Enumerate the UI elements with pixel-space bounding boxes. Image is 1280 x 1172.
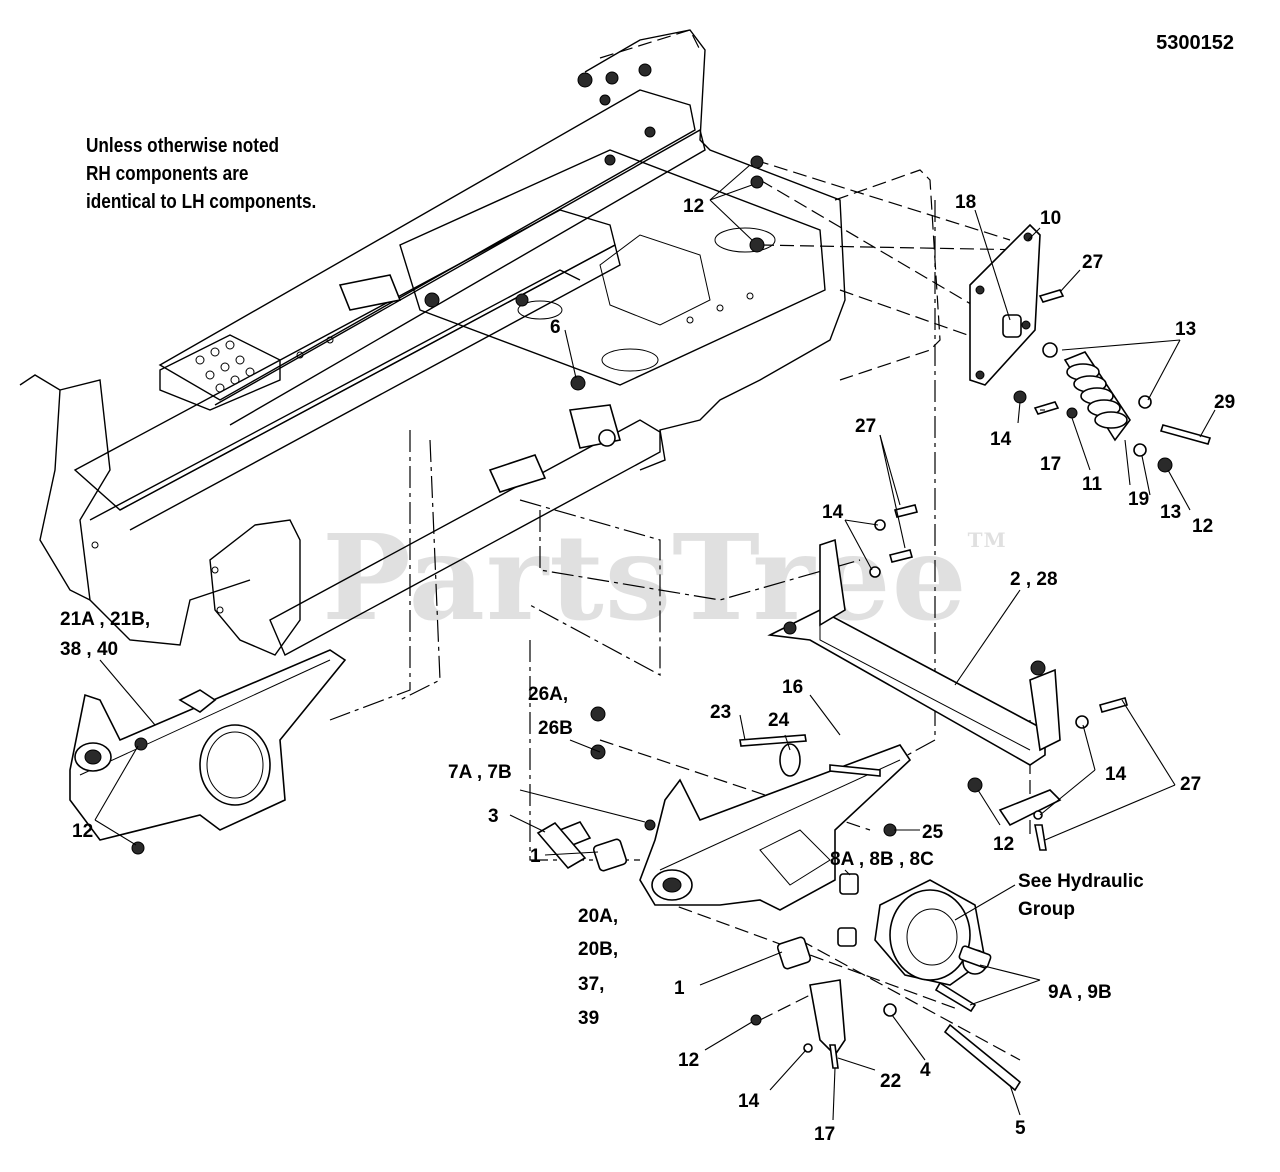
nut-6 bbox=[570, 375, 586, 391]
callout-14: 14 bbox=[822, 502, 844, 523]
callout-8: 8A , 8B , 8C bbox=[830, 849, 934, 870]
callout-39: 39 bbox=[578, 1008, 599, 1029]
callout-26a: 26A, bbox=[528, 684, 568, 705]
callout-1: 1 bbox=[530, 846, 541, 867]
callout-12: 12 bbox=[993, 834, 1014, 855]
hydraulic-pump bbox=[874, 879, 992, 986]
watermark-tm: TM bbox=[967, 528, 1007, 552]
callout-12: 12 bbox=[683, 196, 704, 217]
callout-17: 17 bbox=[1040, 454, 1061, 475]
note-line: RH components are bbox=[86, 163, 249, 185]
right-pump-mount-plate bbox=[558, 744, 912, 911]
callout-25: 25 bbox=[922, 822, 944, 843]
callout-labels: 12 18 10 27 13 29 6 14 17 11 19 13 12 27… bbox=[60, 192, 1235, 1145]
hydraulic-note-line2: Group bbox=[1018, 899, 1075, 920]
rail-holes bbox=[91, 292, 754, 614]
callout-6: 6 bbox=[550, 317, 561, 338]
callout-38-40: 38 , 40 bbox=[60, 639, 118, 660]
callout-19: 19 bbox=[1128, 489, 1149, 510]
pump-hardware bbox=[536, 706, 1022, 1092]
callout-27: 27 bbox=[855, 416, 876, 437]
callout-17: 17 bbox=[814, 1124, 835, 1145]
callout-18: 18 bbox=[955, 192, 976, 213]
callout-3: 3 bbox=[488, 806, 499, 827]
callout-24: 24 bbox=[768, 710, 790, 731]
callout-13: 13 bbox=[1160, 502, 1181, 523]
chassis-frame bbox=[19, 29, 941, 656]
callout-22: 22 bbox=[880, 1071, 901, 1092]
shock-spring-coils bbox=[1066, 363, 1128, 429]
note-line: Unless otherwise noted bbox=[86, 135, 280, 157]
callout-27: 27 bbox=[1082, 252, 1103, 273]
hydraulic-note-line1: See Hydraulic bbox=[1018, 871, 1144, 892]
callout-2-28: 2 , 28 bbox=[1010, 569, 1058, 590]
callout-26b: 26B bbox=[538, 718, 573, 739]
callout-1: 1 bbox=[674, 978, 685, 999]
callout-20a: 20A, bbox=[578, 906, 618, 927]
callout-12: 12 bbox=[1192, 516, 1213, 537]
callout-4: 4 bbox=[920, 1060, 931, 1081]
callout-12: 12 bbox=[72, 821, 93, 842]
assembly-note: Unless otherwise noted RH components are… bbox=[86, 132, 370, 216]
callout-37: 37, bbox=[578, 974, 604, 995]
callout-27: 27 bbox=[1180, 774, 1201, 795]
callout-29: 29 bbox=[1214, 392, 1235, 413]
callout-14: 14 bbox=[1105, 764, 1127, 785]
bracket-holes bbox=[195, 340, 255, 393]
callout-21: 21A , 21B, bbox=[60, 609, 150, 630]
callout-16: 16 bbox=[782, 677, 803, 698]
rear-mount-nuts bbox=[577, 63, 656, 166]
note-line: identical to LH components. bbox=[86, 191, 317, 213]
drawing-number: 5300152 bbox=[1156, 32, 1234, 54]
callout-leaders bbox=[94, 164, 1216, 1121]
callout-13: 13 bbox=[1175, 319, 1196, 340]
shock-absorber-assembly bbox=[749, 155, 1212, 473]
callout-10: 10 bbox=[1040, 208, 1061, 229]
callout-11: 11 bbox=[1082, 474, 1103, 495]
parts-tree-watermark: PartsTreeTM bbox=[322, 508, 1007, 647]
callout-5: 5 bbox=[1015, 1118, 1026, 1139]
callout-12: 12 bbox=[678, 1050, 699, 1071]
callout-9: 9A , 9B bbox=[1048, 982, 1112, 1003]
callout-14: 14 bbox=[990, 429, 1012, 450]
callout-23: 23 bbox=[710, 702, 731, 723]
callout-14: 14 bbox=[738, 1091, 760, 1112]
callout-20b: 20B, bbox=[578, 939, 618, 960]
callout-7: 7A , 7B bbox=[448, 762, 512, 783]
left-pump-mount-plate bbox=[69, 649, 347, 855]
cross-tube bbox=[767, 504, 1128, 851]
